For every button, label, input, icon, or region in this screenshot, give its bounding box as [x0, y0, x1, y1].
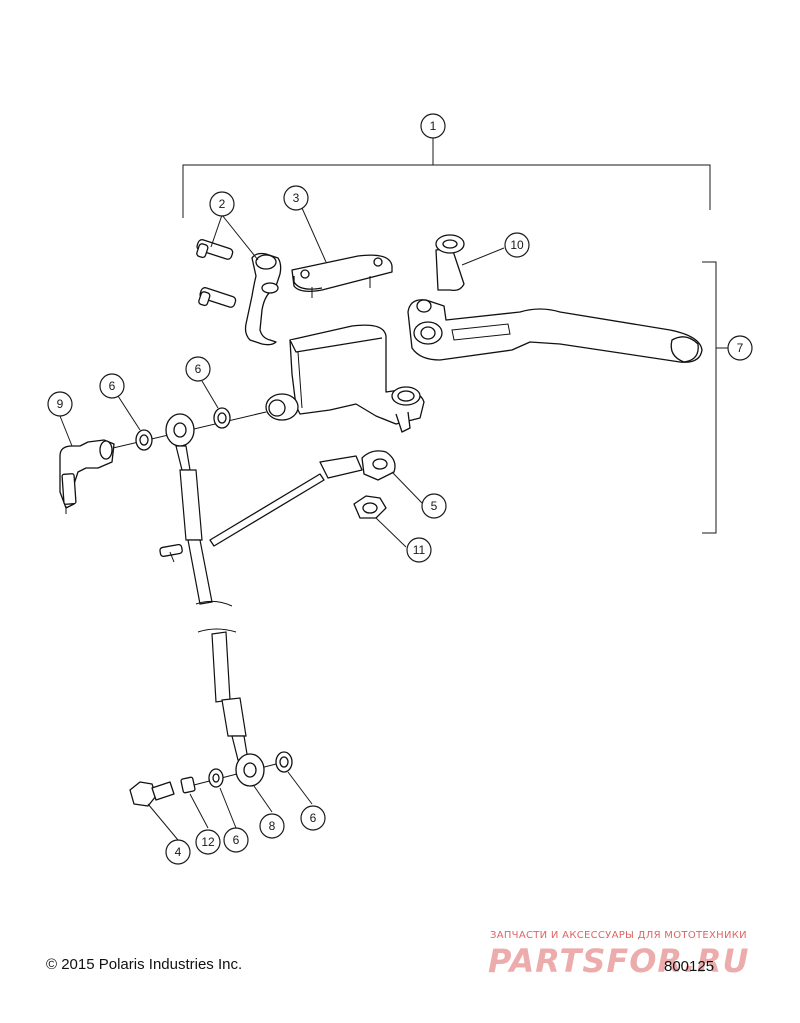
svg-text:6: 6	[195, 362, 202, 376]
svg-text:6: 6	[233, 833, 240, 847]
svg-text:6: 6	[109, 379, 116, 393]
svg-text:11: 11	[413, 543, 426, 557]
svg-text:5: 5	[431, 499, 438, 513]
svg-text:12: 12	[201, 835, 215, 849]
svg-text:2: 2	[219, 197, 226, 211]
callout-4: 4	[165, 839, 191, 865]
callout-6-lower-left: 6	[223, 827, 249, 853]
assembly-bracket-1	[182, 138, 711, 218]
banjo-switch-part-9	[59, 415, 115, 514]
banjo-bolt-part-4	[129, 781, 179, 841]
master-cylinder-body	[265, 324, 425, 433]
svg-text:7: 7	[737, 341, 744, 355]
watermark-logo: PARTSFOR.RU	[488, 942, 750, 980]
svg-text:1: 1	[430, 119, 437, 133]
svg-text:8: 8	[269, 819, 276, 833]
svg-text:10: 10	[510, 238, 524, 252]
brake-hose	[165, 413, 249, 761]
callout-11: 11	[406, 537, 432, 563]
svg-text:6: 6	[310, 811, 317, 825]
svg-text:4: 4	[175, 845, 182, 859]
callout-8: 8	[259, 813, 285, 839]
hose-banjo-part-8	[235, 753, 273, 813]
copyright-text: © 2015 Polaris Industries Inc.	[46, 956, 243, 973]
callout-2: 2	[209, 191, 235, 217]
washer-lower-left	[208, 768, 237, 829]
clamp-part-2	[196, 214, 282, 346]
reservoir-cover-part-3	[291, 207, 393, 298]
svg-text:3: 3	[293, 191, 300, 205]
svg-text:9: 9	[57, 397, 64, 411]
callout-5: 5	[421, 493, 447, 519]
bleeder-part-12	[180, 776, 209, 829]
callout-6-upper-left: 6	[99, 373, 125, 399]
nut-part-11	[353, 495, 407, 548]
callout-6-lower-right: 6	[300, 805, 326, 831]
callout-12: 12	[195, 829, 221, 855]
washer-upper-left	[117, 395, 153, 451]
assembly-bracket-7	[702, 261, 728, 534]
washer-upper-right	[201, 380, 231, 429]
callout-9: 9	[47, 391, 73, 417]
watermark-tagline: ЗАПЧАСТИ И АКСЕССУАРЫ ДЛЯ МОТОТЕХНИКИ	[490, 930, 747, 941]
brake-switch-part-5	[159, 450, 423, 563]
pivot-sleeve-part-10	[435, 234, 505, 292]
callout-7: 7	[727, 335, 753, 361]
callout-1: 1	[420, 113, 446, 139]
lever-part-7	[407, 299, 703, 363]
callout-10: 10	[504, 232, 530, 258]
washer-lower-right	[275, 751, 313, 805]
callout-6-upper-right: 6	[185, 356, 211, 382]
diagram-number: 800125	[664, 958, 715, 975]
callout-3: 3	[283, 185, 309, 211]
